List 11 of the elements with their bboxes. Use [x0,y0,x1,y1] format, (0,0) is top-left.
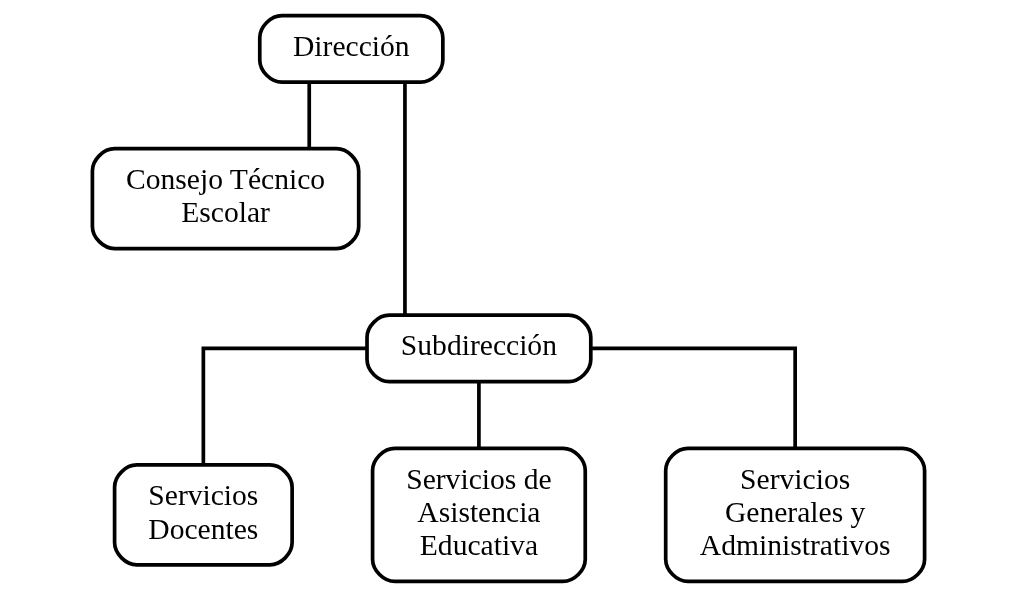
node-box: Consejo Técnico Escolar [90,146,361,251]
node-box: Servicios de Asistencia Educativa [370,446,588,584]
connector [591,346,797,449]
node-box: Dirección [257,13,445,84]
connector [201,346,367,465]
node-box: Servicios Docentes [112,463,294,567]
connector [403,82,407,315]
connector [477,382,481,449]
node-box: Servicios Generales y Administrativos [663,446,927,584]
node-box: Subdirección [365,313,593,384]
connector [307,82,312,149]
